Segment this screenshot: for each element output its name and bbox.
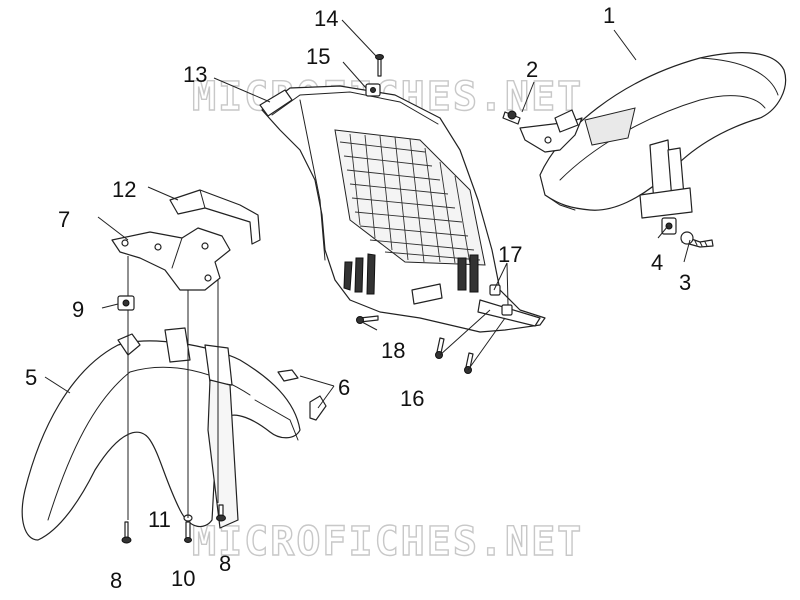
- callout-8-right: 8: [219, 551, 231, 576]
- callout-3: 3: [679, 270, 691, 295]
- callout-1: 1: [603, 3, 615, 28]
- callout-7: 7: [58, 207, 70, 232]
- callout-15: 15: [306, 44, 330, 69]
- rear-mudguard-part-1[interactable]: [539, 52, 787, 219]
- watermark-bottom: MICROFICHES.NET: [192, 519, 583, 565]
- screw-part-8a[interactable]: [121, 521, 132, 544]
- screw-part-8b[interactable]: [216, 504, 226, 522]
- callout-8-left: 8: [110, 568, 122, 593]
- callout-10: 10: [171, 566, 195, 591]
- leader-lines: [44, 19, 691, 520]
- clip-part-15[interactable]: [365, 83, 381, 97]
- screw-part-14[interactable]: [375, 54, 384, 77]
- callout-2: 2: [526, 57, 538, 82]
- callout-16: 16: [400, 386, 424, 411]
- callout-labels: 1 2 3 4 5 6 7 8 8 9 10 11 12 13 14 15 16…: [25, 3, 691, 593]
- screw-part-16a[interactable]: [435, 337, 445, 359]
- screw-part-18[interactable]: [356, 315, 379, 324]
- inner-shield-part-13[interactable]: [259, 85, 546, 333]
- callout-6: 6: [338, 375, 350, 400]
- clip-nut-part-4[interactable]: [661, 217, 677, 235]
- callout-18: 18: [381, 338, 405, 363]
- callout-9: 9: [72, 297, 84, 322]
- callout-5: 5: [25, 365, 37, 390]
- callout-13: 13: [183, 62, 207, 87]
- screw-part-16b[interactable]: [464, 352, 474, 374]
- callout-12: 12: [112, 177, 136, 202]
- bracket-plate-part-7[interactable]: [111, 227, 231, 291]
- clip-part-17a[interactable]: [489, 284, 501, 296]
- screw-part-3[interactable]: [680, 231, 714, 248]
- clip-part-6a[interactable]: [277, 369, 299, 382]
- bracket-part-2[interactable]: [502, 109, 583, 153]
- callout-4: 4: [651, 250, 663, 275]
- callout-17: 17: [498, 242, 522, 267]
- callout-14: 14: [314, 6, 338, 31]
- callout-11: 11: [148, 507, 171, 532]
- clip-part-9[interactable]: [117, 295, 135, 311]
- screw-part-10[interactable]: [184, 521, 192, 543]
- clip-part-17b[interactable]: [501, 304, 513, 316]
- support-plate-part-12[interactable]: [169, 189, 261, 245]
- front-mudguard-part-5[interactable]: [21, 327, 301, 541]
